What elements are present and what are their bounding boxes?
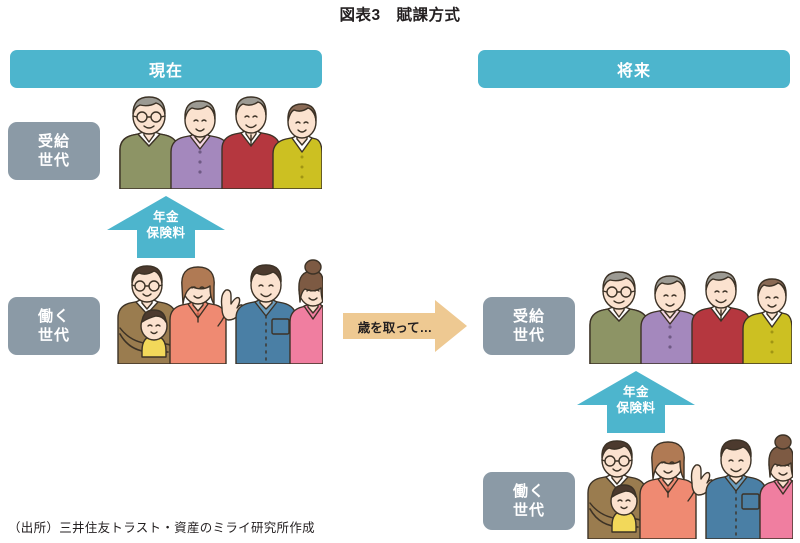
label-present-working-line2: 世代 — [37, 327, 70, 344]
label-present-working-line1: 働く — [37, 307, 70, 325]
label-future-receiving-generation: 受給 世代 — [483, 297, 575, 355]
young-woman-pink-top — [759, 434, 793, 539]
illustration-future-receiving-people — [584, 269, 792, 364]
illustration-present-working-people — [108, 256, 323, 364]
arrow-up-icon — [107, 196, 225, 258]
elderly-woman-purple-cardigan — [640, 275, 700, 364]
working-people-icon — [587, 434, 793, 539]
elderly-people-icon — [119, 96, 322, 189]
elderly-man-red-sweater — [221, 96, 281, 189]
label-future-receiving-line2: 世代 — [512, 327, 545, 344]
young-man-blue-shirt — [705, 439, 767, 539]
arrow-aging-transition: 歳を取って… — [343, 300, 467, 352]
elderly-man-red-sweater — [691, 271, 751, 364]
label-future-working-line1: 働く — [512, 482, 545, 500]
arrow-up-future-premium: 年金 保険料 — [577, 371, 695, 433]
mother-waving — [639, 441, 714, 539]
period-header-present-label: 現在 — [148, 63, 183, 80]
period-header-future-label: 将来 — [616, 63, 651, 80]
mother-waving — [169, 266, 244, 364]
label-future-working-line2: 世代 — [512, 502, 545, 519]
label-present-working-generation: 働く 世代 — [8, 297, 100, 355]
source-note: （出所）三井住友トラスト・資産のミライ研究所作成 — [8, 521, 315, 535]
elderly-woman-yellow-cardigan — [272, 103, 322, 189]
period-header-present: 現在 — [10, 50, 322, 88]
working-people-icon — [117, 259, 323, 364]
elderly-man-with-glasses — [589, 271, 649, 364]
elderly-people-icon — [589, 271, 792, 364]
baby — [140, 309, 175, 358]
arrow-up-present-premium: 年金 保険料 — [107, 196, 225, 258]
label-present-receiving-line1: 受給 — [37, 132, 70, 150]
young-man-blue-shirt — [235, 264, 297, 364]
label-future-working-generation: 働く 世代 — [483, 472, 575, 530]
elderly-woman-purple-cardigan — [170, 100, 230, 189]
illustration-future-working-people — [578, 431, 793, 539]
illustration-present-receiving-people — [114, 94, 322, 189]
arrow-up-icon — [577, 371, 695, 433]
label-future-receiving-line1: 受給 — [512, 307, 545, 325]
arrow-right-icon — [343, 300, 467, 352]
label-present-receiving-line2: 世代 — [37, 152, 70, 169]
young-woman-pink-top — [289, 259, 323, 364]
figure-title: 図表3 賦課方式 — [339, 7, 461, 24]
period-header-future: 将来 — [478, 50, 790, 88]
baby — [610, 484, 645, 533]
label-present-receiving-generation: 受給 世代 — [8, 122, 100, 180]
elderly-woman-yellow-cardigan — [742, 278, 792, 364]
elderly-man-with-glasses — [119, 96, 179, 189]
